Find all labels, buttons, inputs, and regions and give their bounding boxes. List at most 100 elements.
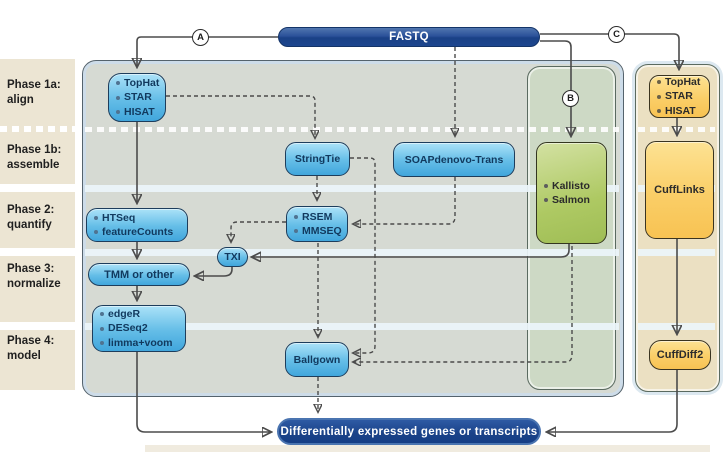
phase-1a-label: Phase 1a: align xyxy=(7,78,77,108)
node-label: TXI xyxy=(224,251,241,263)
phase-title: Phase 1b: xyxy=(7,144,62,156)
tool-list-item: DESeq2 xyxy=(93,321,185,336)
tool-list-item: TopHat xyxy=(650,75,709,90)
tool-name: Salmon xyxy=(552,194,590,206)
bullet-icon xyxy=(544,183,548,188)
phase-title: Phase 4: xyxy=(7,335,55,347)
node-txi: TXI xyxy=(217,247,248,267)
node-ballgown: Ballgown xyxy=(285,342,349,377)
fastq-label: FASTQ xyxy=(389,31,429,43)
panel-stripe xyxy=(638,249,715,256)
node-label: Ballgown xyxy=(293,353,341,366)
bullet-icon xyxy=(94,230,98,235)
tool-list-item: MMSEQ xyxy=(287,224,347,239)
bullet-icon xyxy=(294,229,298,234)
tool-name: TopHat xyxy=(124,76,160,89)
phase-label-column xyxy=(0,59,75,390)
phase-divider xyxy=(0,126,75,132)
node-cufflinks: CuffLinks xyxy=(645,141,714,239)
node-normalize: TMM or other xyxy=(88,263,190,286)
tool-list-item: HTSeq xyxy=(87,211,187,226)
bullet-icon xyxy=(100,312,104,316)
tool-list-item: RSEM xyxy=(287,210,347,225)
tool-list-item: Kallisto xyxy=(537,179,606,194)
bullet-icon xyxy=(294,214,298,219)
phase-subtitle: model xyxy=(7,350,41,362)
phase-4-label: Phase 4: model xyxy=(7,334,77,364)
tool-name: limma+voom xyxy=(108,336,173,349)
tool-name: RSEM xyxy=(302,210,333,223)
tool-list-item: STAR xyxy=(109,90,165,105)
phase-subtitle: assemble xyxy=(7,159,60,171)
connector-b-label: B xyxy=(567,93,574,104)
phase-divider xyxy=(0,322,75,330)
bullet-icon xyxy=(116,95,120,100)
bullet-icon xyxy=(657,94,661,99)
footer-strip xyxy=(145,445,710,452)
node-stringtie: StringTie xyxy=(285,142,350,176)
bullet-icon xyxy=(116,110,120,114)
tool-name: STAR xyxy=(124,91,152,104)
bullet-icon xyxy=(100,326,104,331)
phase-subtitle: quantify xyxy=(7,219,52,231)
bullet-icon xyxy=(94,215,98,220)
node-cuffdiff2: CuffDiff2 xyxy=(649,340,711,370)
phase-divider xyxy=(0,184,75,192)
connector-a-badge: A xyxy=(192,29,209,46)
phase-title: Phase 1a: xyxy=(7,79,61,91)
tool-name: HTSeq xyxy=(102,211,136,224)
phase-subtitle: align xyxy=(7,94,34,106)
tool-list-item: STAR xyxy=(650,89,709,104)
phase-3-label: Phase 3: normalize xyxy=(7,262,77,292)
bullet-icon xyxy=(116,81,120,85)
panel-stripe xyxy=(85,249,619,256)
panel-stripe xyxy=(638,127,715,132)
tool-name: DESeq2 xyxy=(108,322,148,335)
node-label: TMM or other xyxy=(104,268,174,281)
phase-title: Phase 2: xyxy=(7,204,55,216)
bullet-icon xyxy=(100,341,104,345)
node-label: CuffLinks xyxy=(654,184,705,196)
tool-name: featureCounts xyxy=(102,226,174,238)
node-label: CuffDiff2 xyxy=(656,349,704,361)
tool-list-item: limma+voom xyxy=(93,336,185,351)
tool-list-item: edgeR xyxy=(93,307,185,322)
output-pill: Differentially expressed genes or transc… xyxy=(277,418,541,445)
bullet-icon xyxy=(544,198,548,203)
tool-list-item: TopHat xyxy=(109,76,165,91)
node-label: SOAPdenovo-Trans xyxy=(404,153,504,166)
connector-c-label: C xyxy=(613,29,620,40)
phase-title: Phase 3: xyxy=(7,263,55,275)
connector-c-badge: C xyxy=(608,26,625,43)
connector-a-label: A xyxy=(197,32,204,43)
tool-name: HISAT xyxy=(124,105,155,118)
tool-list-item: HISAT xyxy=(650,104,709,119)
phase-subtitle: normalize xyxy=(7,278,61,290)
node-soapdenovo-trans: SOAPdenovo-Trans xyxy=(393,142,515,177)
bullet-icon xyxy=(657,80,661,84)
output-label: Differentially expressed genes or transc… xyxy=(280,425,538,438)
tool-name: STAR xyxy=(665,90,693,103)
tool-name: edgeR xyxy=(108,307,141,320)
node-isoform-tools: RSEM MMSEQ xyxy=(286,206,348,242)
panel-stripe xyxy=(85,127,619,132)
bullet-icon xyxy=(657,109,661,113)
tool-name: Kallisto xyxy=(552,179,590,192)
phase-divider xyxy=(0,248,75,256)
node-count-tools: HTSeq featureCounts xyxy=(86,208,188,242)
tool-list-item: Salmon xyxy=(537,193,606,208)
tool-name: TopHat xyxy=(665,75,701,88)
phase-1b-label: Phase 1b: assemble xyxy=(7,143,77,173)
tool-name: HISAT xyxy=(665,104,696,117)
node-label: StringTie xyxy=(294,153,341,165)
tool-name: MMSEQ xyxy=(302,225,342,237)
tool-list-item: featureCounts xyxy=(87,225,187,240)
panel-stripe xyxy=(638,323,715,330)
fastq-input-pill: FASTQ xyxy=(278,27,540,47)
connector-b-badge: B xyxy=(562,90,579,107)
